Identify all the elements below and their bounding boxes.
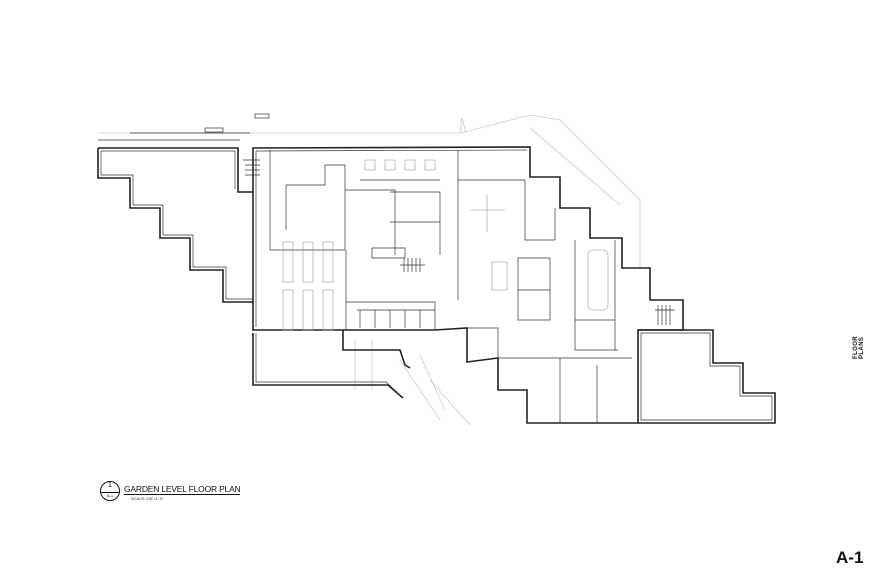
detail-sheet: A-1 (101, 492, 119, 498)
detail-number: 1 (108, 482, 112, 489)
furniture (243, 159, 675, 331)
site-lines (98, 114, 641, 426)
lower-plaza (252, 330, 411, 399)
right-terrace (638, 329, 776, 424)
left-terrace (97, 113, 270, 303)
drawing-scale: SCALE: 1/8"=1'-0" (131, 496, 164, 501)
building-outline (252, 146, 684, 424)
detail-bubble: 1 A-1 (100, 481, 120, 501)
interior-walls (269, 150, 632, 423)
drawing-title: GARDEN LEVEL FLOOR PLAN (124, 484, 241, 495)
sheet-category: FLOOR PLANS (853, 336, 865, 359)
sheet-number: A-1 (836, 548, 864, 567)
